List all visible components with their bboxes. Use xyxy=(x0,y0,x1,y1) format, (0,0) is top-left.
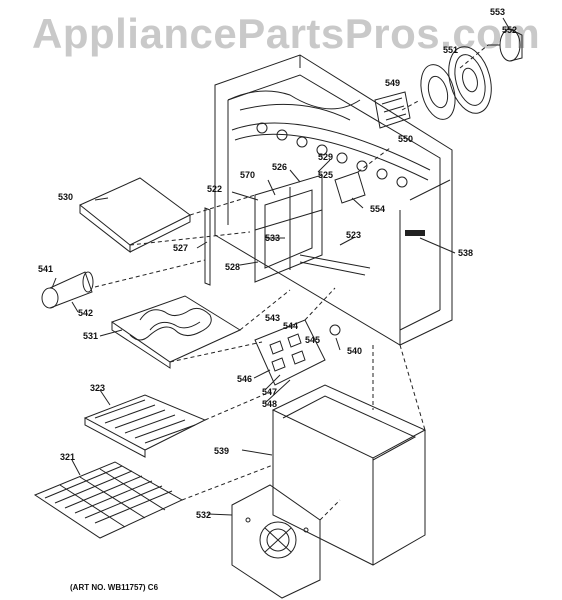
callout-538: 538 xyxy=(458,248,474,258)
callout-529: 529 xyxy=(318,152,334,162)
knob-part xyxy=(41,271,94,309)
callout-527: 527 xyxy=(173,243,189,253)
callout-542: 542 xyxy=(78,308,94,318)
callout-530: 530 xyxy=(58,192,74,202)
callout-570: 570 xyxy=(240,170,256,180)
switch-assembly xyxy=(334,171,366,204)
oven-chassis xyxy=(214,54,453,346)
callout-526: 526 xyxy=(272,162,288,172)
callout-550: 550 xyxy=(398,134,414,144)
fan-motor xyxy=(488,28,523,62)
callout-532: 532 xyxy=(196,510,212,520)
callout-523: 523 xyxy=(346,230,362,240)
callout-525: 525 xyxy=(318,170,334,180)
callout-533: 533 xyxy=(265,233,281,243)
oven-liner xyxy=(271,384,427,566)
motor-bracket xyxy=(374,91,411,129)
callout-546: 546 xyxy=(237,374,253,384)
callout-321: 321 xyxy=(60,452,76,462)
hinge-bar xyxy=(204,207,211,286)
callout-553: 553 xyxy=(490,7,506,17)
rear-panel xyxy=(231,484,321,599)
oven-shelf xyxy=(79,177,191,254)
callout-531: 531 xyxy=(83,331,99,341)
callout-543: 543 xyxy=(265,313,281,323)
inner-frame xyxy=(254,174,371,283)
callout-541: 541 xyxy=(38,264,54,274)
broiler-rack xyxy=(83,394,207,458)
fan-blade xyxy=(420,64,456,120)
oven-rack xyxy=(33,461,184,539)
assembly-guide-lines xyxy=(94,44,489,521)
callout-528: 528 xyxy=(225,262,241,272)
art-number-caption: (ART NO. WB11757) C6 xyxy=(70,583,159,592)
sensor-part xyxy=(329,324,341,336)
callout-522: 522 xyxy=(207,184,223,194)
callout-539: 539 xyxy=(214,446,230,456)
callout-leaders xyxy=(51,17,511,516)
watermark-text: AppliancePartsPros.com xyxy=(32,10,541,57)
terminal-block xyxy=(405,230,425,236)
callout-540: 540 xyxy=(347,346,363,356)
callout-544: 544 xyxy=(283,321,299,331)
callout-549: 549 xyxy=(385,78,401,88)
callout-548: 548 xyxy=(262,399,278,409)
control-board xyxy=(254,319,326,386)
callout-547: 547 xyxy=(262,387,278,397)
callout-323: 323 xyxy=(90,383,106,393)
callout-551: 551 xyxy=(443,45,459,55)
callout-552: 552 xyxy=(502,25,518,35)
callout-554: 554 xyxy=(370,204,386,214)
heating-element xyxy=(110,295,242,369)
convection-fan xyxy=(448,46,492,114)
callout-545: 545 xyxy=(305,335,321,345)
